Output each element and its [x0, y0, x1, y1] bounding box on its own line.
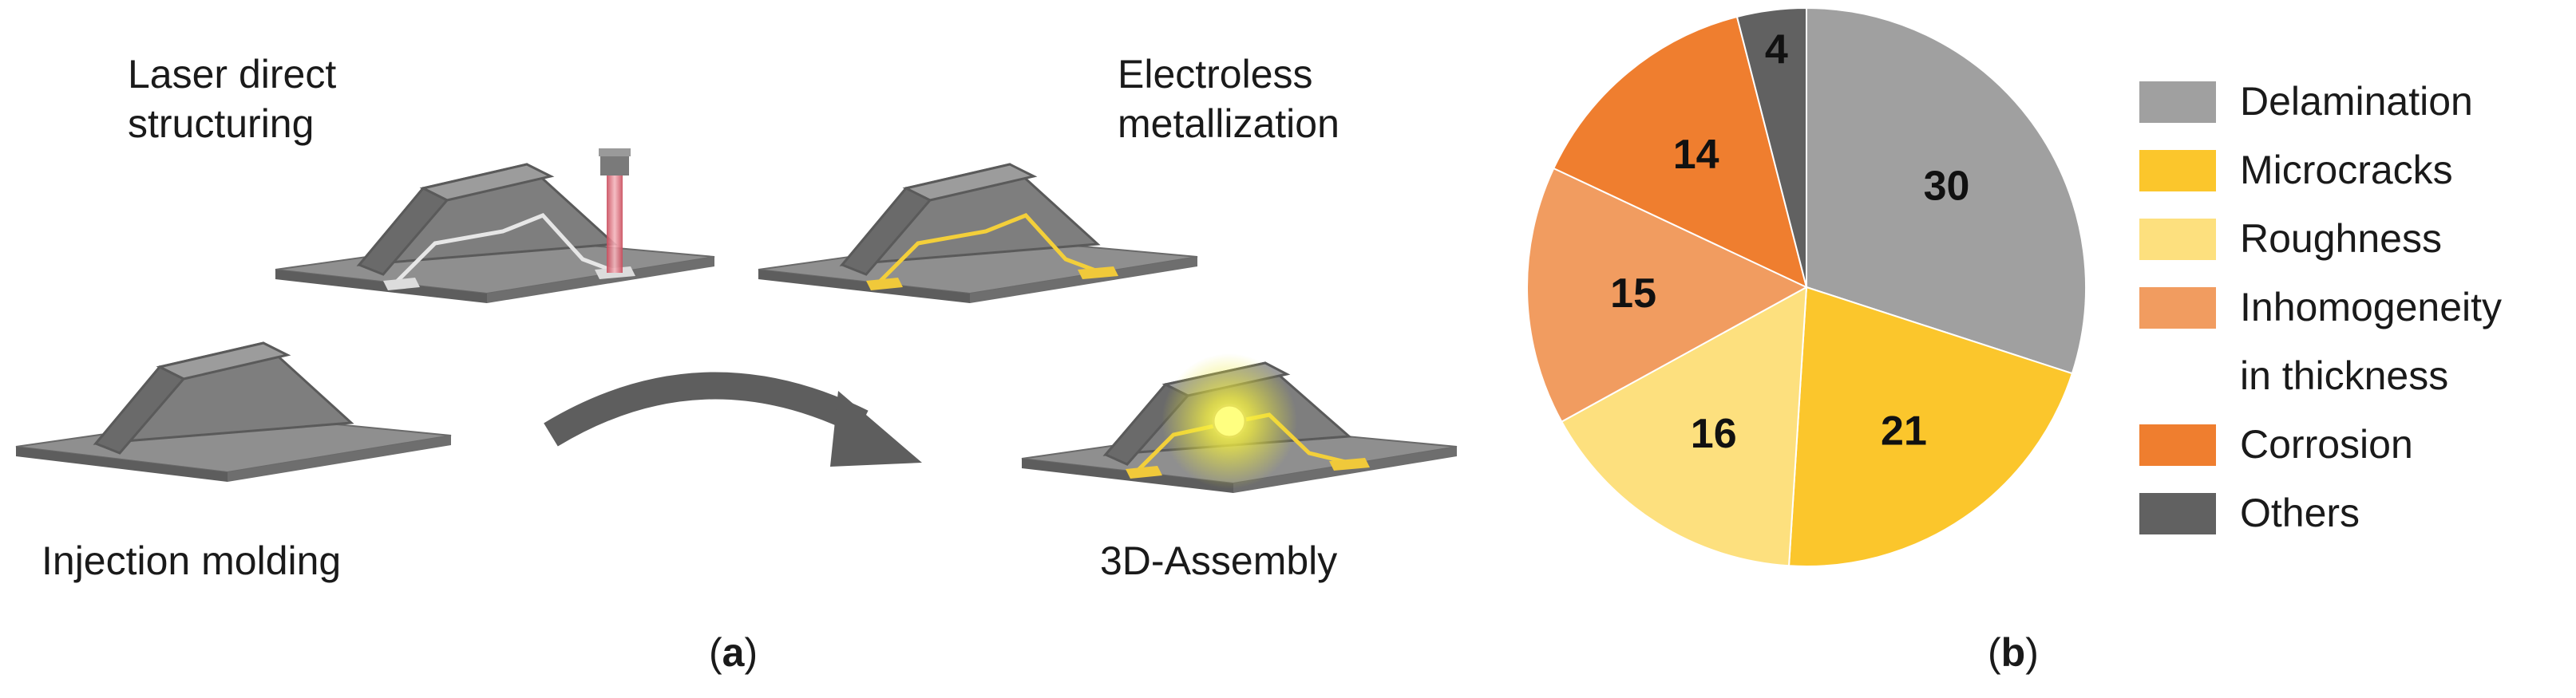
- metallized-part: [758, 163, 1198, 303]
- legend-label: Inhomogeneity: [2240, 285, 2503, 329]
- laserLbl-line-1: structuring: [128, 101, 315, 146]
- pie-slice-roughness: [1560, 286, 1808, 567]
- pie-value-label: 16: [1691, 411, 1737, 457]
- elecLbl-line-1: metallization: [1118, 101, 1339, 146]
- pie-value-label: 4: [1765, 26, 1788, 73]
- legend-label: Corrosion: [2240, 422, 2413, 467]
- pie-value-label: 21: [1881, 408, 1927, 454]
- caption-a: (a): [709, 630, 758, 675]
- pie-slice-delamination: [1806, 6, 2087, 375]
- pie-slice-microcracks: [1787, 286, 2074, 567]
- legend-swatch: [2139, 219, 2216, 260]
- pie-slice-corrosion: [1552, 15, 1808, 289]
- assembled-part: [1021, 353, 1458, 493]
- legend-label: Microcracks: [2240, 148, 2453, 192]
- pie-value-label: 30: [1924, 163, 1970, 209]
- elecLbl-line-0: Electroless: [1118, 52, 1313, 97]
- legend-swatch: [2139, 150, 2216, 191]
- caption-b-letter: b: [2000, 630, 2026, 675]
- caption-a-letter: a: [722, 630, 745, 675]
- legend-swatch: [2139, 287, 2216, 329]
- pie-slice-inhomogeneity: [1526, 167, 1809, 423]
- legend-swatch: [2139, 81, 2216, 123]
- legend-label: Roughness: [2240, 216, 2442, 261]
- legend-swatch: [2139, 493, 2216, 534]
- label-injection-molding: Injection molding: [42, 538, 342, 583]
- pie-value-label: 14: [1673, 132, 1719, 178]
- label-3d-assembly: 3D-Assembly: [1100, 538, 1338, 583]
- pie-slice-others: [1735, 6, 1807, 288]
- legend-label: in thickness: [2240, 353, 2449, 398]
- legend-swatch: [2139, 424, 2216, 466]
- laserLbl-line-0: Laser direct: [128, 52, 337, 97]
- legend-label: Delamination: [2240, 79, 2473, 124]
- laser-structured-part: [275, 148, 715, 303]
- legend-label: Others: [2240, 491, 2360, 535]
- injection-molded-part: [15, 341, 452, 482]
- caption-b: (b): [1988, 630, 2039, 675]
- process-arrow: [544, 372, 922, 467]
- led: [1212, 404, 1247, 439]
- pie-value-label: 15: [1610, 270, 1656, 317]
